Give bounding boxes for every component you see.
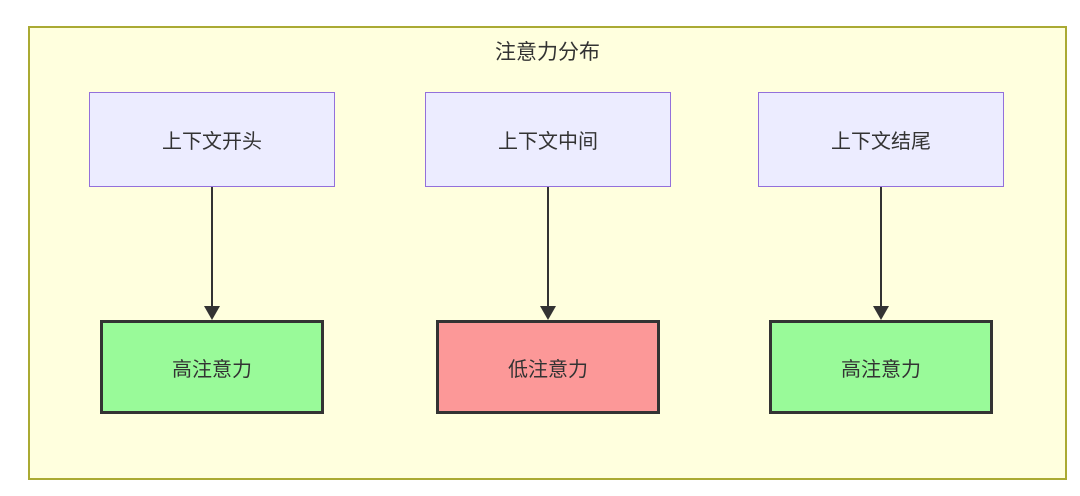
arrow-context-middle-line [547, 187, 549, 307]
node-attention-high-right: 高注意力 [769, 320, 993, 414]
arrow-context-start-line [211, 187, 213, 307]
node-context-start: 上下文开头 [89, 92, 335, 187]
node-attention-low-middle: 低注意力 [436, 320, 660, 414]
arrow-context-middle-head-icon [540, 306, 556, 320]
node-context-middle: 上下文中间 [425, 92, 671, 187]
arrow-context-start-head-icon [204, 306, 220, 320]
node-context-end: 上下文结尾 [758, 92, 1004, 187]
diagram-title: 注意力分布 [495, 41, 600, 64]
arrow-context-end-head-icon [873, 306, 889, 320]
arrow-context-end-line [880, 187, 882, 307]
node-attention-high-left: 高注意力 [100, 320, 324, 414]
